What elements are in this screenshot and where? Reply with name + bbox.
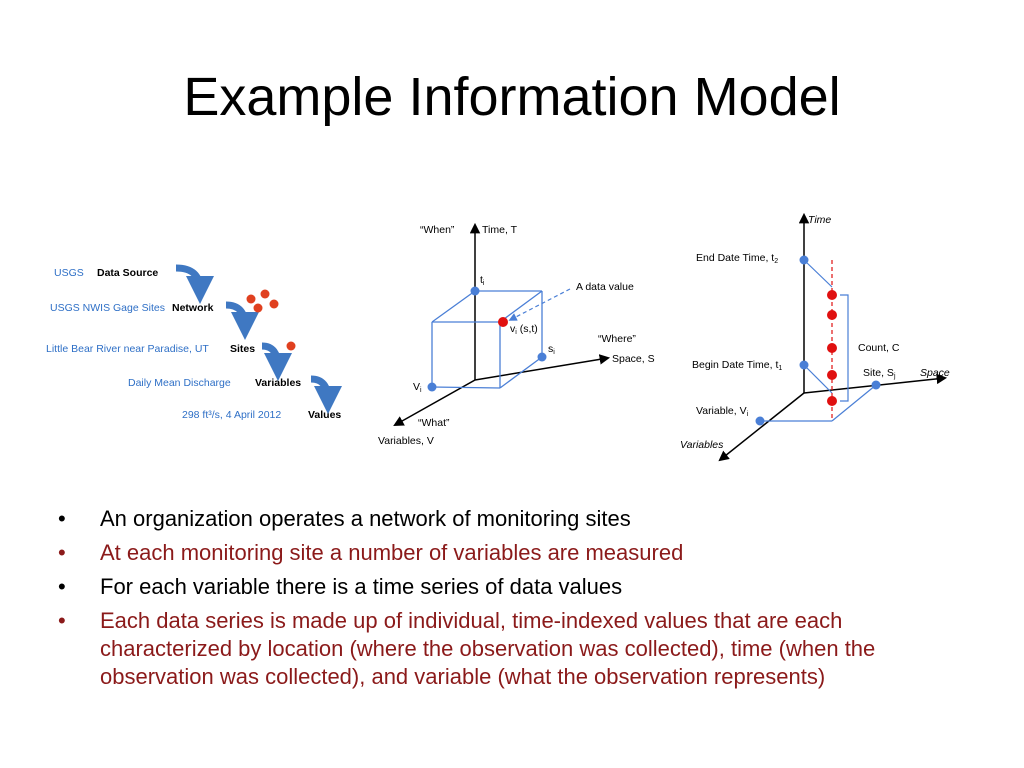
series-time-label: Time <box>808 214 831 226</box>
series-values <box>827 290 837 406</box>
end-time-point <box>799 255 809 265</box>
curved-down-arrow-icon <box>261 342 292 381</box>
bullet-item: •Each data series is made up of individu… <box>58 608 876 689</box>
value-label: vi (s,t) <box>510 323 538 336</box>
bullet-dot-icon: • <box>58 540 66 565</box>
hierarchy-level-variables: Variables <box>255 377 301 389</box>
series-diagram: Time End Date Time, t2 Count, C Begin Da… <box>680 212 950 462</box>
cube-edges <box>431 290 543 389</box>
hierarchy-level-values: Values <box>308 409 341 421</box>
hierarchy-level-network: Network <box>172 302 214 314</box>
where-label: “Where” <box>598 333 636 345</box>
variable-label: Variable, Vi <box>696 405 749 418</box>
series-variables-axis-line <box>718 392 805 462</box>
space-axis-label: Space, S <box>612 353 655 365</box>
hierarchy-level-sites: Sites <box>230 343 255 355</box>
cube-diagram: “When” Time, T ti A data value vi (s,t) … <box>378 222 655 447</box>
hierarchy-example-network: USGS NWIS Gage Sites <box>50 302 165 314</box>
series-variables-label: Variables <box>680 439 724 451</box>
curved-down-arrow-icon <box>225 301 259 340</box>
space-index-point <box>537 352 547 362</box>
bullet-dot-icon: • <box>58 506 66 531</box>
series-value-point <box>827 370 837 380</box>
count-bracket <box>840 294 849 402</box>
hierarchy-example-usgs: USGS <box>54 267 84 279</box>
callout-arrow <box>508 288 571 321</box>
series-guides <box>760 259 877 422</box>
si-label: si <box>548 343 555 356</box>
curved-down-arrow-icon <box>310 375 342 414</box>
callout-label: A data value <box>576 281 634 293</box>
count-label: Count, C <box>858 342 900 354</box>
time-axis-label: Time, T <box>482 224 518 236</box>
end-time-label: End Date Time, t2 <box>696 252 778 265</box>
variable-index-point <box>427 382 437 392</box>
series-value-point <box>827 290 837 300</box>
when-label: “When” <box>420 224 455 236</box>
site-dot <box>269 299 279 309</box>
series-value-point <box>827 310 837 320</box>
site-dot <box>260 289 270 299</box>
space-axis-line <box>474 354 611 381</box>
vi-label: Vi <box>413 381 422 394</box>
variable-point <box>755 416 765 426</box>
what-label: “What” <box>418 417 450 429</box>
site-point <box>871 380 881 390</box>
variables-axis-label: Variables, V <box>378 435 434 447</box>
hierarchy-example-site: Little Bear River near Paradise, UT <box>46 343 209 355</box>
data-value-point <box>498 317 508 327</box>
bullet-dot-icon: • <box>58 608 66 633</box>
network-site-dots <box>246 289 296 351</box>
series-space-label: Space <box>920 367 950 379</box>
bullet-item: •At each monitoring site a number of var… <box>58 540 684 565</box>
site-dot <box>246 294 256 304</box>
site-dot <box>286 341 296 351</box>
series-value-point <box>827 396 837 406</box>
time-index-point <box>470 286 480 296</box>
hierarchy-diagram: USGS Data Source USGS NWIS Gage Sites Ne… <box>46 264 342 421</box>
begin-time-label: Begin Date Time, t1 <box>692 359 782 372</box>
curved-down-arrow-icon <box>175 264 214 304</box>
site-dot <box>253 303 263 313</box>
bullet-list: •An organization operates a network of m… <box>58 505 958 697</box>
hierarchy-example-variable: Daily Mean Discharge <box>128 377 231 389</box>
series-value-point <box>827 343 837 353</box>
bullet-item: •For each variable there is a time serie… <box>58 574 623 599</box>
begin-time-point <box>799 360 809 370</box>
bullet-item: •An organization operates a network of m… <box>58 506 631 531</box>
hierarchy-level-data-source: Data Source <box>97 267 158 279</box>
bullet-dot-icon: • <box>58 574 66 599</box>
hierarchy-example-value: 298 ft³/s, 4 April 2012 <box>182 409 281 421</box>
slide-title: Example Information Model <box>183 67 841 127</box>
ti-label: ti <box>480 274 485 287</box>
site-label: Site, Sj <box>863 367 896 380</box>
